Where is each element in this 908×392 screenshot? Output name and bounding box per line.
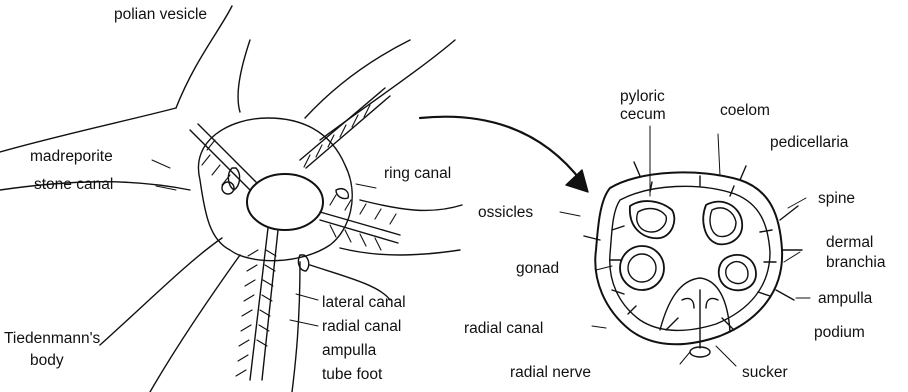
label-lateral-canal: lateral canal xyxy=(322,294,406,311)
label-ring-canal: ring canal xyxy=(384,165,451,182)
label-spine: spine xyxy=(818,190,855,207)
radial-canals xyxy=(190,88,400,380)
label-podium: podium xyxy=(814,324,865,341)
label-radial-canal-left: radial canal xyxy=(322,318,401,335)
label-tiedemanns-body-line2: body xyxy=(30,352,64,369)
label-pyloric-cecum-line2: cecum xyxy=(620,106,666,123)
label-madreporite: madreporite xyxy=(30,148,113,165)
label-stone-canal: stone canal xyxy=(34,176,113,193)
label-pedicellaria: pedicellaria xyxy=(770,134,848,151)
label-ampulla-left: ampulla xyxy=(322,342,376,359)
label-gonad: gonad xyxy=(516,260,559,277)
label-polian-vesicle: polian vesicle xyxy=(114,6,207,23)
tube-feet xyxy=(202,105,396,376)
label-radial-canal-right: radial canal xyxy=(464,320,543,337)
label-tiedemanns-body-line1: Tiedenmann's xyxy=(4,330,100,347)
label-sucker: sucker xyxy=(742,364,788,381)
arm-cross-section xyxy=(584,162,802,357)
label-dermal-branchia-line2: branchia xyxy=(826,254,885,271)
label-dermal-branchia-line1: dermal xyxy=(826,234,873,251)
label-ossicles: ossicles xyxy=(478,204,533,221)
label-tube-foot: tube foot xyxy=(322,366,382,383)
label-radial-nerve: radial nerve xyxy=(510,364,591,381)
label-pyloric-cecum-line1: pyloric xyxy=(620,88,665,105)
label-coelom: coelom xyxy=(720,102,770,119)
label-ampulla-right: ampulla xyxy=(818,290,872,307)
